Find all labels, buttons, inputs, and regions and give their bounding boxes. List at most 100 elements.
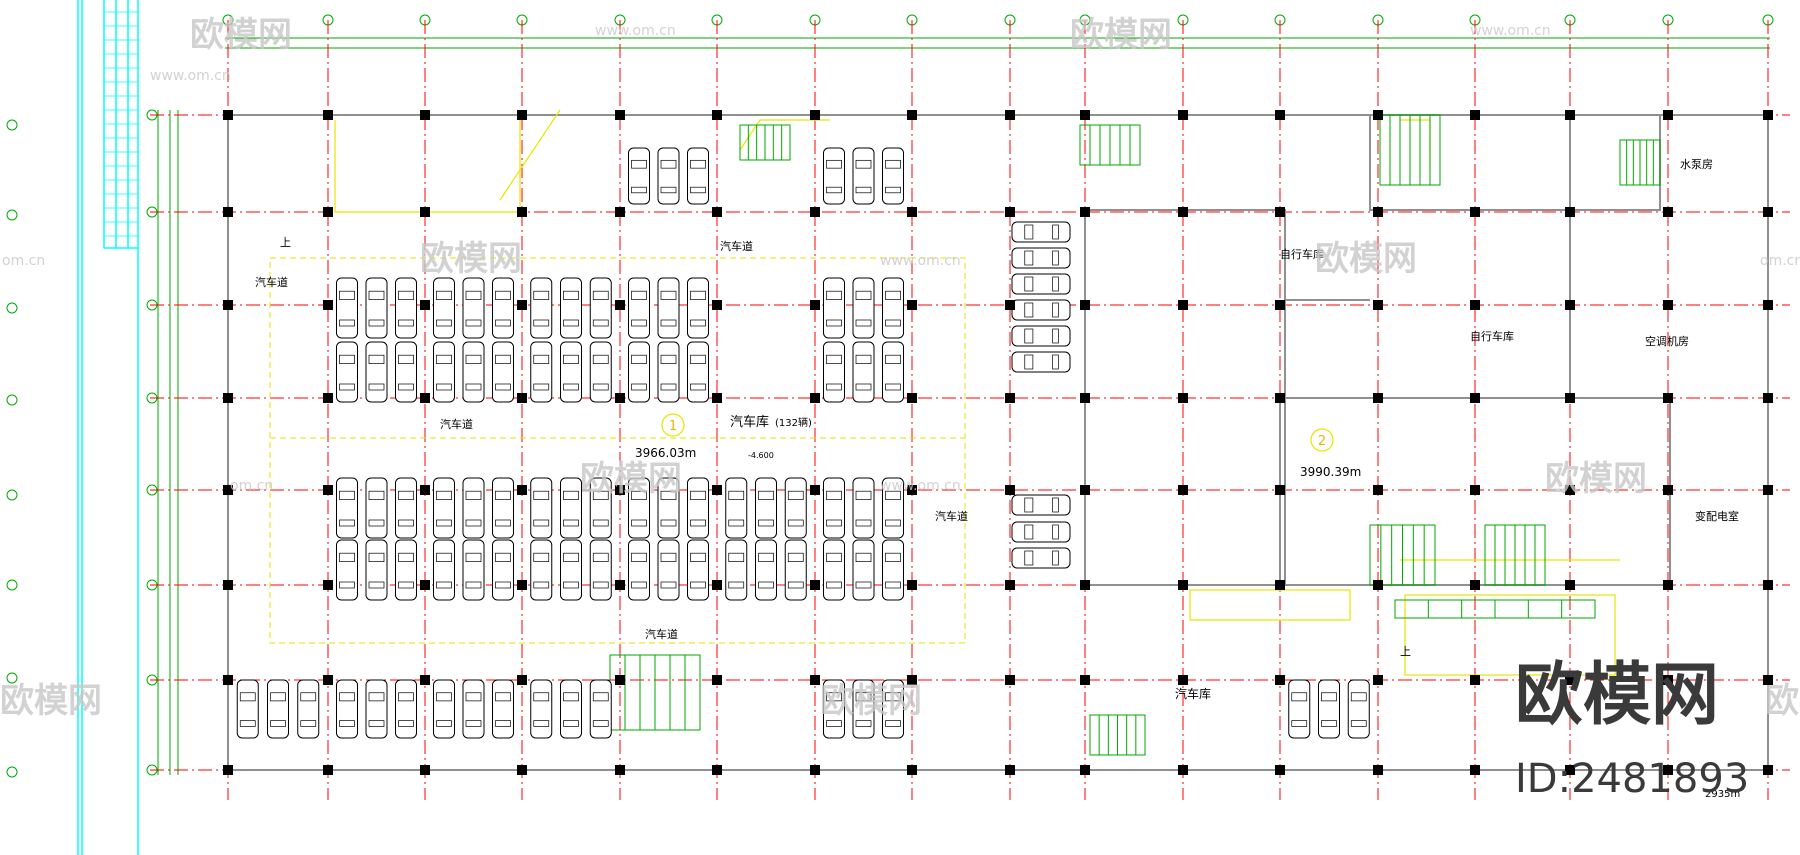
car-windshield: [855, 490, 872, 500]
car-rear-window: [368, 383, 385, 391]
column: [1275, 110, 1285, 120]
column: [1080, 765, 1090, 775]
car-windshield: [368, 290, 385, 300]
column: [223, 207, 233, 217]
car-windshield: [826, 490, 842, 500]
car-windshield: [787, 552, 804, 562]
car: [297, 679, 320, 739]
car-rear-window: [339, 581, 355, 589]
car: [784, 477, 807, 539]
car-body: [882, 679, 904, 739]
car-windshield: [690, 290, 706, 300]
label-car-lane-top: 汽车道: [720, 239, 753, 253]
car: [882, 679, 904, 739]
column: [1178, 485, 1188, 495]
car-windshield: [855, 354, 872, 364]
car-body: [852, 539, 875, 601]
car: [687, 539, 709, 601]
car-windshield: [239, 692, 256, 702]
car: [336, 477, 358, 539]
car: [882, 277, 904, 339]
column: [420, 580, 430, 590]
car-body: [725, 477, 748, 539]
car-body: [297, 679, 320, 739]
car-windshield: [533, 290, 550, 300]
column: [420, 110, 430, 120]
car: [852, 477, 875, 539]
car-body: [433, 539, 455, 601]
label-car-lane-bottom: 汽车道: [645, 627, 678, 641]
car-windshield: [690, 159, 706, 169]
car-body: [755, 477, 777, 539]
car: [755, 477, 777, 539]
car-rear-window: [495, 319, 511, 327]
car-rear-window: [1052, 302, 1059, 318]
car: [823, 539, 845, 601]
car-windshield: [728, 552, 745, 562]
car: [492, 277, 514, 339]
column: [1763, 485, 1773, 495]
car-windshield: [1024, 550, 1034, 566]
car: [852, 277, 875, 339]
car-windshield: [826, 290, 842, 300]
car-body: [336, 341, 358, 403]
car: [823, 679, 845, 739]
car-rear-window: [826, 519, 842, 527]
car-rear-window: [563, 519, 579, 527]
car-windshield: [436, 290, 452, 300]
car-windshield: [495, 692, 511, 702]
car-rear-window: [690, 383, 706, 391]
axis-bubble-far-left: [6, 209, 18, 221]
car-windshield: [660, 490, 677, 500]
car-rear-window: [533, 519, 550, 527]
car-rear-window: [339, 519, 355, 527]
column: [1565, 393, 1575, 403]
column: [615, 110, 625, 120]
column: [420, 485, 430, 495]
column: [712, 580, 722, 590]
car: [365, 477, 388, 539]
car-rear-window: [758, 581, 774, 589]
car-body: [560, 477, 582, 539]
car-rear-window: [660, 383, 677, 391]
car-body: [1011, 221, 1071, 243]
car-windshield: [592, 490, 609, 500]
column: [1178, 393, 1188, 403]
car: [852, 679, 875, 739]
car-windshield: [592, 290, 609, 300]
car-body: [687, 341, 709, 403]
car-rear-window: [855, 720, 872, 727]
label-car-lane-left: 汽车道: [255, 275, 288, 289]
car-rear-window: [339, 319, 355, 327]
room-labels: 汽车道 汽车道 汽车道 汽车道 汽车道 汽车库 (132辆) 3966.03m …: [255, 158, 1740, 800]
car-body: [365, 679, 388, 739]
car-windshield: [826, 692, 842, 702]
car-windshield: [495, 490, 511, 500]
car-body: [823, 477, 845, 539]
car: [395, 277, 417, 339]
column: [1763, 675, 1773, 685]
car: [687, 277, 709, 339]
car-body: [852, 341, 875, 403]
column: [1275, 580, 1285, 590]
wm-site-6: om.cn: [1760, 253, 1800, 269]
column: [223, 765, 233, 775]
car: [433, 277, 455, 339]
car-windshield: [1024, 524, 1034, 540]
car: [492, 539, 514, 601]
car-windshield: [436, 490, 452, 500]
car-body: [492, 341, 514, 403]
axis-bubble-far-left: [6, 119, 18, 131]
column: [323, 110, 333, 120]
car-body: [462, 539, 485, 601]
car-windshield: [436, 692, 452, 702]
stair: [1079, 124, 1141, 166]
car: [628, 477, 650, 539]
car-windshield: [368, 354, 385, 364]
car-rear-window: [398, 383, 414, 391]
car-rear-window: [826, 383, 842, 391]
car-body: [1318, 679, 1340, 739]
column: [1565, 207, 1575, 217]
column: [1373, 765, 1383, 775]
column: [1373, 300, 1383, 310]
